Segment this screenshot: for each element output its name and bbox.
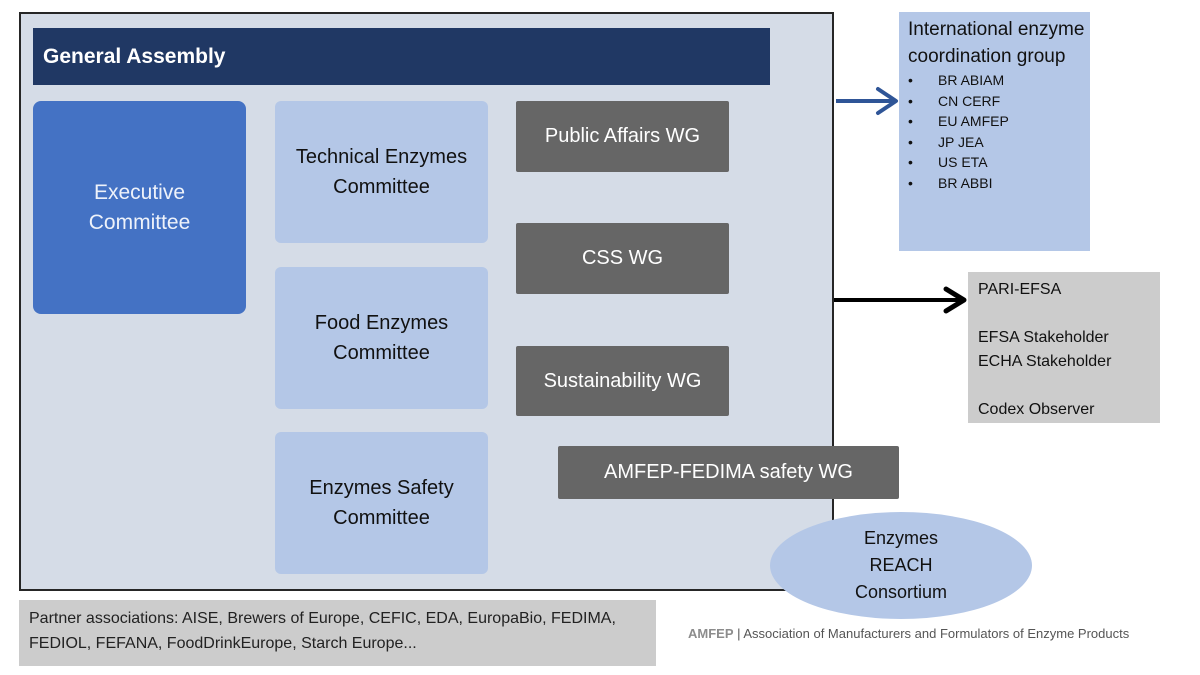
member-item: • JP JEA — [908, 132, 1090, 153]
member-name: JP JEA — [938, 133, 984, 150]
executive-committee-label: Executive Committee — [88, 180, 191, 234]
general-assembly-label: General Assembly — [43, 44, 226, 68]
stakeholder-box: PARI-EFSA EFSA Stakeholder ECHA Stakehol… — [968, 272, 1160, 423]
member-item: • BR ABBI — [908, 173, 1090, 194]
partner-associations-box: Partner associations: AISE, Brewers of E… — [19, 600, 656, 666]
member-name: CN CERF — [938, 92, 1001, 109]
css-wg-box: CSS WG — [516, 223, 729, 294]
black-arrow-icon — [834, 286, 967, 314]
international-coordination-group-box: International enzyme coordination group … — [899, 12, 1090, 251]
bullet-icon: • — [908, 72, 913, 88]
member-item: • US ETA — [908, 152, 1090, 173]
stakeholder-line: EFSA Stakeholder — [978, 329, 1109, 346]
international-group-members: • BR ABIAM • CN CERF • EU AMFEP • JP JEA • US… — [908, 70, 1090, 193]
member-name: BR ABIAM — [938, 72, 1005, 88]
bullet-icon: • — [908, 92, 913, 109]
member-name: US ETA — [938, 154, 988, 170]
member-name: BR ABBI — [938, 174, 993, 191]
stakeholder-line: Codex Observer — [978, 401, 1095, 418]
footer-separator: | — [733, 626, 744, 641]
bullet-icon: • — [908, 133, 913, 150]
international-group-title: International enzyme coordination group — [908, 19, 1085, 67]
committee-label: Food Enzymes Committee — [314, 312, 449, 364]
member-item: • EU AMFEP — [908, 111, 1090, 132]
footer-brand: AMFEP — [688, 626, 734, 641]
member-item: • CN CERF — [908, 91, 1090, 112]
reach-consortium-ellipse: Enzymes REACH Consortium — [770, 512, 1032, 619]
stakeholder-line — [978, 302, 1160, 326]
wg-label: Public Affairs WG — [544, 125, 701, 147]
blue-arrow-icon — [836, 87, 898, 115]
footer-text: Association of Manufacturers and Formula… — [743, 626, 1130, 641]
partner-associations-text: Partner associations: AISE, Brewers of E… — [29, 610, 616, 652]
amfep-fedima-safety-wg-box: AMFEP-FEDIMA safety WG — [558, 446, 899, 499]
technical-enzymes-committee-box: Technical Enzymes Committee — [275, 101, 488, 243]
bullet-icon: • — [908, 174, 913, 191]
wg-label: Sustainability WG — [543, 369, 702, 392]
member-name: EU AMFEP — [938, 113, 1009, 129]
general-assembly-bar: General Assembly — [33, 28, 770, 85]
member-item: • BR ABIAM — [908, 70, 1090, 91]
committee-label: Technical Enzymes Committee — [295, 146, 468, 198]
food-enzymes-committee-box: Food Enzymes Committee — [275, 267, 488, 409]
stakeholder-line: ECHA Stakeholder — [978, 353, 1112, 370]
wg-label: CSS WG — [581, 247, 664, 269]
stakeholder-line — [978, 374, 1160, 398]
stakeholder-line: PARI-EFSA — [978, 281, 1062, 298]
wg-label: AMFEP-FEDIMA safety WG — [604, 461, 853, 483]
bullet-icon: • — [908, 113, 913, 129]
committee-label: Enzymes Safety Committee — [309, 477, 454, 529]
executive-committee-box: Executive Committee — [33, 101, 246, 314]
sustainability-wg-box: Sustainability WG — [516, 346, 729, 416]
public-affairs-wg-box: Public Affairs WG — [516, 101, 729, 172]
enzymes-safety-committee-box: Enzymes Safety Committee — [275, 432, 488, 574]
reach-consortium-label: Enzymes REACH Consortium — [854, 528, 948, 602]
footer: AMFEP | Association of Manufacturers and… — [688, 626, 1129, 641]
bullet-icon: • — [908, 154, 913, 170]
